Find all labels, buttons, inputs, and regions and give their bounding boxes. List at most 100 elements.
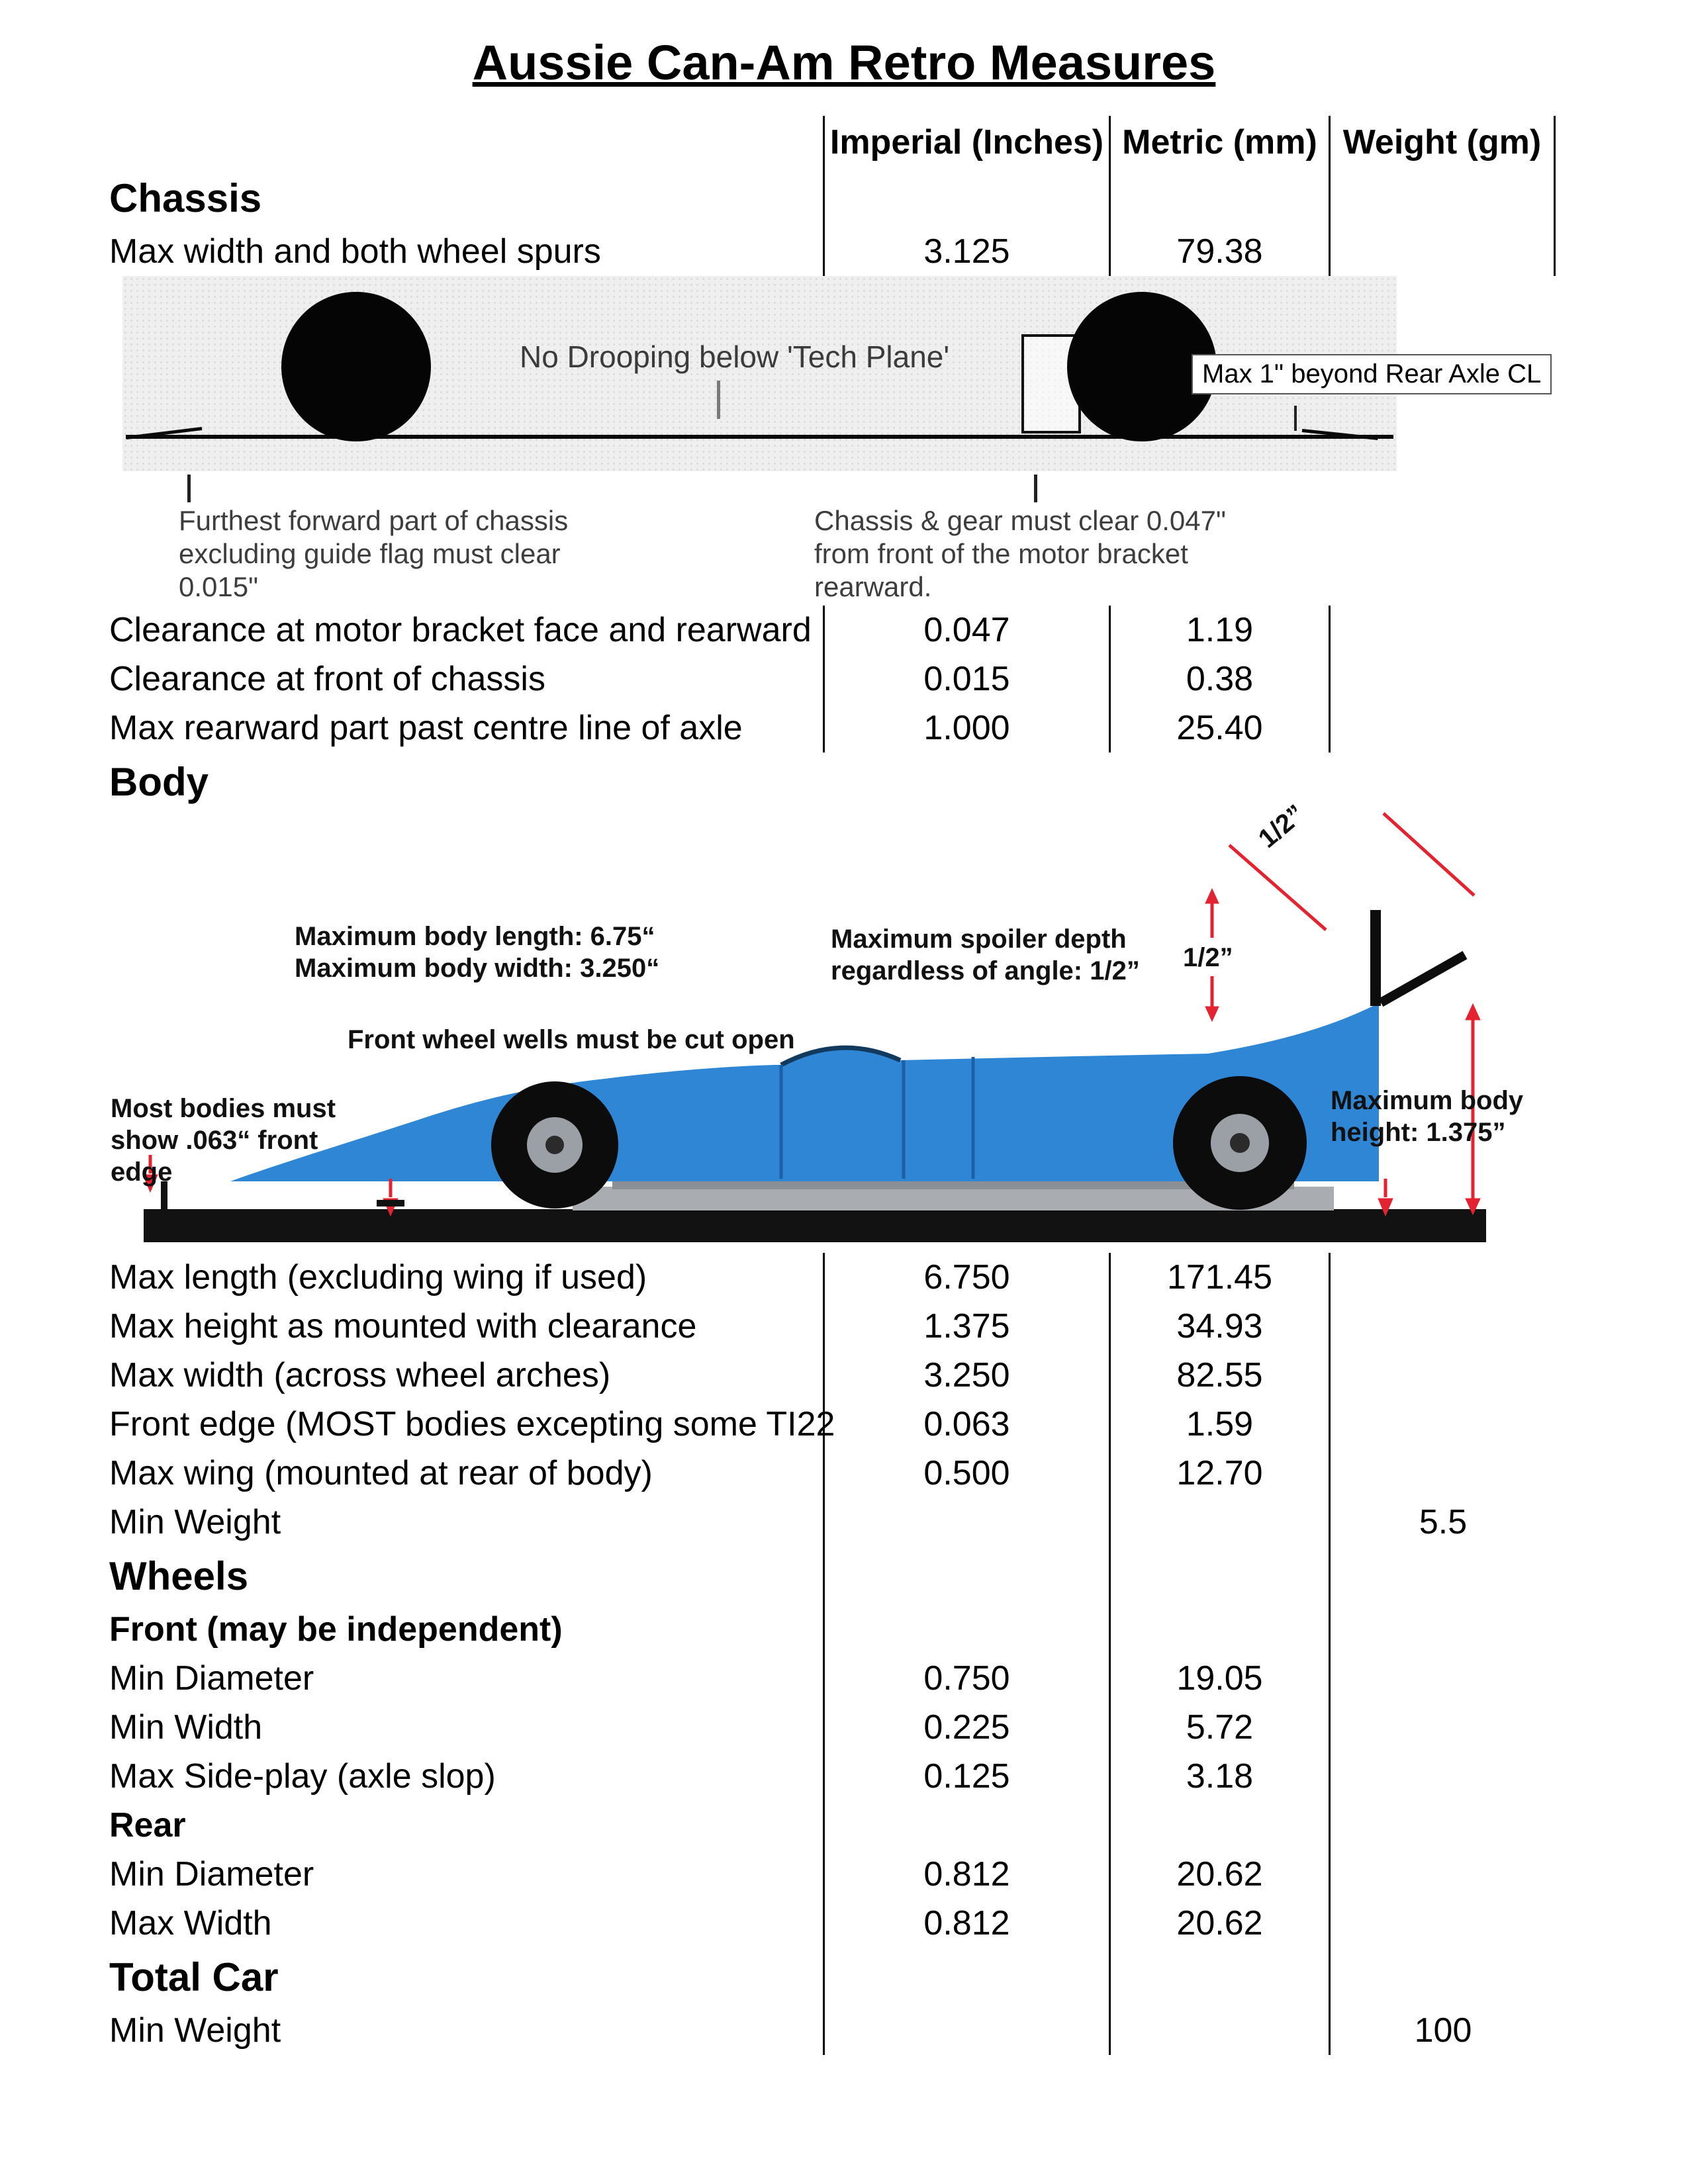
note-line: regardless of angle: 1/2” [831,956,1140,985]
row-label: Front edge (MOST bodies excepting some T… [109,1405,835,1443]
wheel-wells-note: Front wheel wells must be cut open [348,1025,795,1054]
table-row: Max height as mounted with clearance 1.3… [109,1302,1556,1351]
note-line: rearward. [814,571,932,602]
front-edge-post [161,1181,167,1210]
metric-value: 34.93 [1109,1302,1329,1351]
metric-value: 3.18 [1109,1752,1329,1801]
metric-value: 79.38 [1109,227,1329,276]
imperial-value: 3.125 [823,227,1109,276]
column-header-weight: Weight (gm) [1329,116,1556,169]
row-label: Min Diameter [109,1659,314,1698]
metric-value: 25.40 [1109,704,1329,752]
row-label: Min Diameter [109,1855,314,1893]
front-note-pointer [187,475,191,502]
no-droop-note: No Drooping below 'Tech Plane' [520,340,950,374]
row-label: Clearance at motor bracket face and rear… [109,611,812,649]
chassis-rail-shadow [612,1181,1294,1189]
imperial-value: 0.812 [823,1899,1109,1948]
page-title: Aussie Can-Am Retro Measures [472,35,1216,90]
weight-value [1329,227,1556,276]
empty-cell [1329,169,1556,227]
section-heading-row-chassis: Chassis [109,169,1556,227]
table-row: Front edge (MOST bodies excepting some T… [109,1400,1556,1449]
note-line: 0.015" [179,571,259,602]
weight-value [1329,1654,1556,1703]
max-body-length-note: Maximum body length: 6.75“ [295,922,655,951]
metric-value: 1.19 [1109,606,1329,655]
table-row: Max rearward part past centre line of ax… [109,704,1556,752]
note-line: Furthest forward part of chassis [179,505,569,536]
row-label: Min Width [109,1708,263,1747]
spoiler-blade [1378,950,1468,1007]
ground-strip [144,1209,1486,1242]
section-heading-row-total-car: Total Car [109,1948,1556,2006]
note-line: edge [111,1158,173,1187]
empty-cell [823,1948,1109,2006]
weight-value [1329,704,1556,752]
imperial-value: 0.015 [823,655,1109,704]
weight-value [1329,1449,1556,1498]
metric-value: 171.45 [1109,1253,1329,1302]
row-label: Max width and both wheel spurs [109,232,601,271]
imperial-value: 0.063 [823,1400,1109,1449]
weight-value [1329,1400,1556,1449]
row-label: Max length (excluding wing if used) [109,1258,647,1297]
note-line: show .063“ front [111,1126,318,1155]
empty-cell [1329,1801,1556,1850]
rear-wheel-axle [1230,1133,1250,1153]
imperial-value: 6.750 [823,1253,1109,1302]
weight-value [1329,1351,1556,1400]
weight-value [1329,1899,1556,1948]
metric-value: 19.05 [1109,1654,1329,1703]
spoiler-angle-line [1228,844,1327,931]
note-line: height: 1.375” [1331,1118,1506,1147]
metric-value [1109,2006,1329,2055]
table-row: Min Weight 5.5 [109,1498,1556,1547]
imperial-value: 0.812 [823,1850,1109,1899]
rear-axle-pointer [1294,406,1297,431]
wheels-heading: Wheels [109,1553,249,1598]
weight-value [1329,1752,1556,1801]
weight-value [1329,1850,1556,1899]
empty-cell [1109,1948,1329,2006]
row-label: Min Weight [109,2011,281,2050]
imperial-value: 0.225 [823,1703,1109,1752]
table-row: Max wing (mounted at rear of body) 0.500… [109,1449,1556,1498]
row-label: Max width (across wheel arches) [109,1356,611,1394]
spoiler-depth-note: Maximum spoiler depth regardless of angl… [831,923,1140,987]
arrowhead-down [1465,1198,1481,1216]
metric-value: 0.38 [1109,655,1329,704]
empty-cell [1109,1801,1329,1850]
note-line: Maximum spoiler depth [831,925,1127,954]
table-row: Min Width 0.225 5.72 [109,1703,1556,1752]
front-wheel-axle [545,1136,564,1154]
weight-value [1329,655,1556,704]
front-wheel [281,292,431,441]
measures-table-header-block: Imperial (Inches) Metric (mm) Weight (gm… [109,116,1556,276]
note-line: from front of the motor bracket [814,538,1188,569]
empty-cell [1329,1547,1556,1605]
table-row: Max length (excluding wing if used) 6.75… [109,1253,1556,1302]
body-diagram: Maximum body length: 6.75“ Maximum body … [109,799,1556,1253]
column-header-row: Imperial (Inches) Metric (mm) Weight (gm… [109,116,1556,169]
header-spacer [109,116,823,169]
weight-value [1329,1302,1556,1351]
imperial-value [823,1498,1109,1547]
total-car-heading: Total Car [109,1954,279,1999]
lower-table-block: Max length (excluding wing if used) 6.75… [109,1253,1556,2055]
spoiler-angle-line [1382,812,1476,897]
weight-value [1329,1253,1556,1302]
arrowhead-down [1205,1006,1219,1023]
table-row: Max Width 0.812 20.62 [109,1899,1556,1948]
empty-cell [1109,1547,1329,1605]
front-clearance-note: Furthest forward part of chassis excludi… [179,504,568,604]
max-beyond-rear-axle-note: Max 1" beyond Rear Axle CL [1192,354,1552,394]
weight-value: 5.5 [1329,1498,1556,1547]
row-label: Max wing (mounted at rear of body) [109,1454,653,1492]
note-line: Most bodies must [111,1094,336,1123]
row-label: Max Width [109,1904,272,1942]
imperial-value: 0.500 [823,1449,1109,1498]
metric-value: 12.70 [1109,1449,1329,1498]
rear-edge-marker-arrow [1378,1198,1393,1217]
table-row: Min Diameter 0.750 19.05 [109,1654,1556,1703]
